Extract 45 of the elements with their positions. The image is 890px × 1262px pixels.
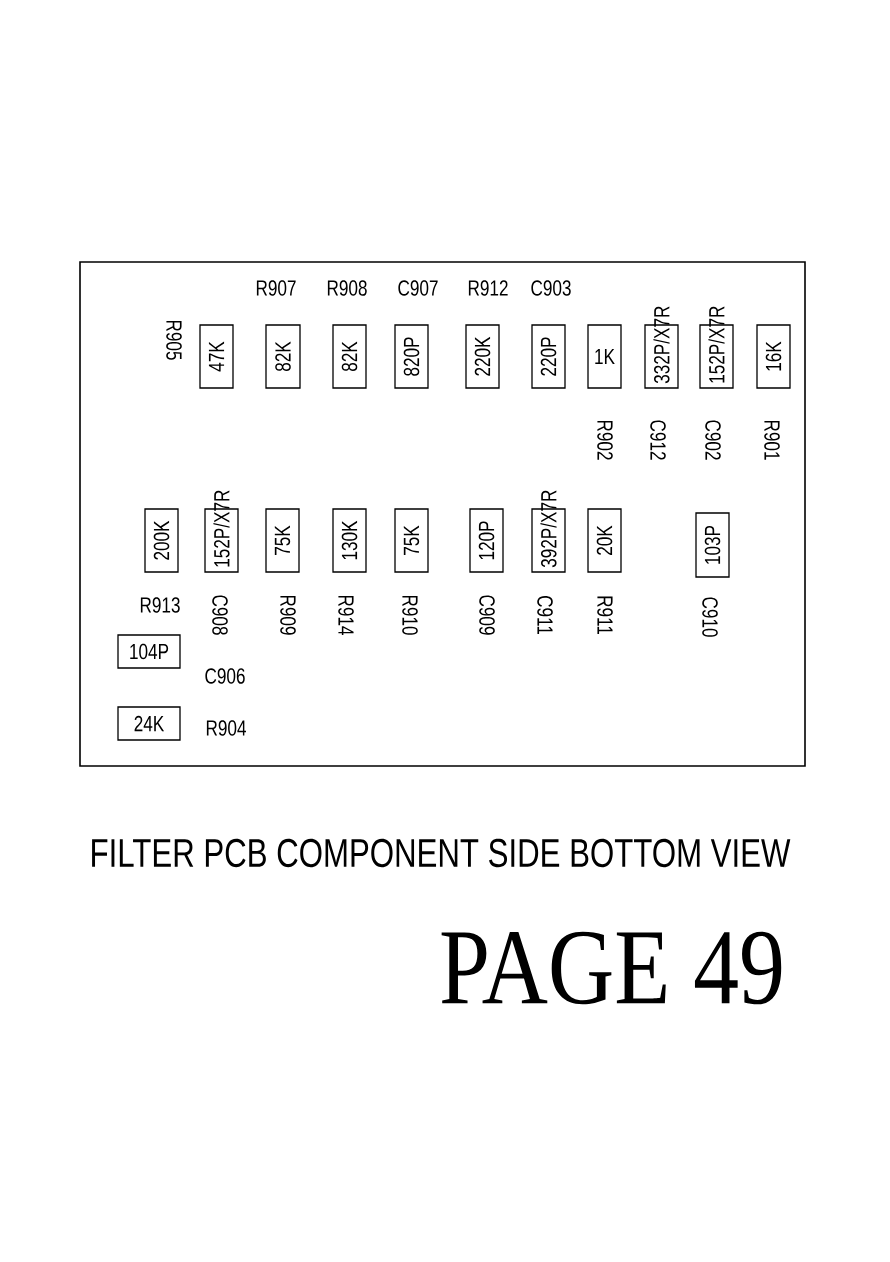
designator-label: C911 [537, 596, 553, 635]
designator-label: C906 [205, 668, 245, 684]
page-number: PAGE 49 [441, 931, 782, 1005]
title: FILTER PCB COMPONENT SIDE BOTTOM VIEW [92, 838, 791, 868]
component-box: 220P [531, 324, 566, 389]
designator-label: R905 [166, 320, 182, 360]
component-box: 332P/X7R [644, 306, 679, 389]
designator-label: R908 [327, 280, 367, 296]
component-box: 20K [587, 508, 622, 573]
component-box: 24K [117, 706, 181, 741]
component-box: 82K [265, 324, 301, 389]
component-box: 47K [199, 324, 234, 389]
designator-label: R911 [597, 596, 613, 635]
component-box: 200K [144, 508, 179, 573]
board-outline [79, 261, 806, 767]
component-box: 75K [265, 508, 300, 573]
component-box: 82K [332, 324, 367, 389]
designator-label: R914 [338, 595, 354, 635]
designator-label: R902 [597, 420, 613, 460]
designator-label: C902 [705, 420, 721, 460]
designator-label: R910 [402, 595, 418, 635]
component-box: 820P [394, 324, 429, 389]
designator-label: R913 [140, 597, 180, 613]
designator-label: R904 [206, 720, 246, 736]
component-box: 152P/X7R [204, 490, 239, 573]
component-box: 1K [587, 324, 622, 389]
component-box: 103P [695, 512, 730, 578]
component-box: 130K [332, 508, 367, 573]
designator-label: C909 [479, 595, 495, 635]
component-box: 120P [469, 508, 504, 573]
designator-label: C907 [398, 280, 438, 296]
component-box: 104P [117, 634, 181, 669]
designator-label: C908 [212, 595, 228, 635]
designator-label: C910 [702, 597, 718, 637]
designator-label: R901 [764, 420, 780, 460]
designator-label: R909 [280, 595, 296, 635]
component-box: 75K [394, 508, 429, 573]
designator-label: R907 [256, 280, 296, 296]
component-box: 220K [465, 324, 500, 389]
designator-label: C912 [650, 420, 666, 460]
component-box: 152P/X7R [699, 306, 734, 389]
designator-label: R912 [468, 280, 508, 296]
designator-label: C903 [531, 280, 571, 296]
component-box: 16K [756, 324, 791, 389]
component-box: 392P/X7R [531, 490, 566, 573]
